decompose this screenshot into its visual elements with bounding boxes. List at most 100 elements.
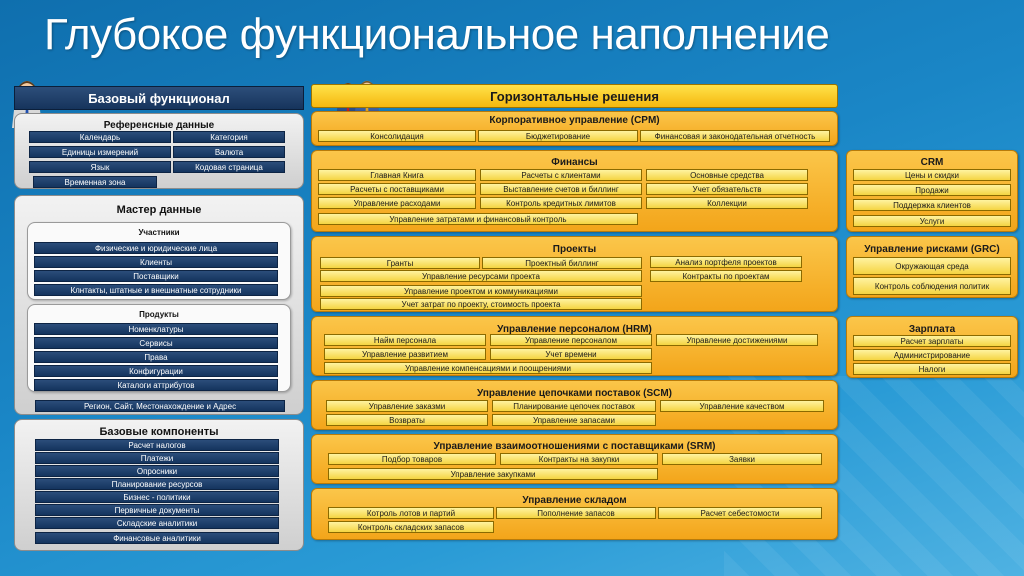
horizontal-solutions-header: Горизонтальные решения bbox=[311, 84, 838, 108]
warehouse-panel: Управление складом Котроль лотов и парти… bbox=[311, 488, 838, 540]
finance-item[interactable]: Основные средства bbox=[646, 169, 808, 181]
hrm-item[interactable]: Управление персоналом bbox=[490, 334, 652, 346]
crm-item[interactable]: Цены и скидки bbox=[853, 169, 1011, 181]
base-component-item[interactable]: Платежи bbox=[35, 452, 279, 464]
hrm-item[interactable]: Управление компенсациями и поощрениями bbox=[324, 362, 652, 374]
projects-item[interactable]: Управление ресурсами проекта bbox=[320, 270, 642, 282]
scm-item[interactable]: Управление заказми bbox=[326, 400, 488, 412]
ref-item[interactable]: Валюта bbox=[173, 146, 285, 158]
finance-item[interactable]: Коллекции bbox=[646, 197, 808, 209]
warehouse-item[interactable]: Расчет себестомости bbox=[658, 507, 822, 519]
region-item[interactable]: Регион, Сайт, Местонахождение и Адрес bbox=[35, 400, 285, 412]
base-component-item[interactable]: Бизнес - политики bbox=[35, 491, 279, 503]
base-component-item[interactable]: Расчет налогов bbox=[35, 439, 279, 451]
ref-item[interactable]: Единицы измерений bbox=[29, 146, 171, 158]
participant-item[interactable]: Клиенты bbox=[34, 256, 278, 268]
products-panel: Продукты Номенклатуры Сервисы Права Конф… bbox=[27, 304, 291, 392]
srm-title: Управление взаимоотношениями с поставщик… bbox=[433, 441, 716, 452]
projects-item[interactable]: Контракты по проектам bbox=[650, 270, 802, 282]
cpm-title: Корпоративное управление (CPM) bbox=[489, 115, 660, 126]
product-item[interactable]: Номенклатуры bbox=[34, 323, 278, 335]
finance-item[interactable]: Расчеты с клиентами bbox=[480, 169, 642, 181]
finance-item[interactable]: Главная Книга bbox=[318, 169, 476, 181]
ref-item[interactable]: Календарь bbox=[29, 131, 171, 143]
srm-item[interactable]: Подбор товаров bbox=[328, 453, 496, 465]
warehouse-item[interactable]: Контроль складских запасов bbox=[328, 521, 494, 533]
scm-item[interactable]: Планирование цепочек поставок bbox=[492, 400, 656, 412]
reference-data-title: Референсные данные bbox=[103, 120, 215, 131]
scm-title: Управление цепочками поставок (SCM) bbox=[476, 388, 672, 399]
srm-item[interactable]: Управление закупками bbox=[328, 468, 658, 480]
base-component-item[interactable]: Финансовые аналитики bbox=[35, 532, 279, 544]
participant-item[interactable]: Поставщики bbox=[34, 270, 278, 282]
warehouse-title: Управление складом bbox=[522, 495, 627, 506]
master-data-panel: Мастер данные Участники Физические и юри… bbox=[14, 195, 304, 415]
warehouse-item[interactable]: Пополнение запасов bbox=[496, 507, 656, 519]
ref-item[interactable]: Категория bbox=[173, 131, 285, 143]
payroll-item[interactable]: Расчет зарплаты bbox=[853, 335, 1011, 347]
participant-item[interactable]: Клнтакты, штатные и внешнатные сотрудник… bbox=[34, 284, 278, 296]
base-functional-header: Базовый функционал bbox=[14, 86, 304, 110]
product-item[interactable]: Конфигурации bbox=[34, 365, 278, 377]
cpm-item[interactable]: Консолидация bbox=[318, 130, 476, 142]
hrm-title: Управление персоналом (HRM) bbox=[497, 324, 652, 335]
hrm-item[interactable]: Найм персонала bbox=[324, 334, 486, 346]
base-component-item[interactable]: Складские аналитики bbox=[35, 517, 279, 529]
participant-item[interactable]: Физические и юридические лица bbox=[34, 242, 278, 254]
reference-data-panel: Референсные данные Календарь Категория Е… bbox=[14, 113, 304, 189]
projects-item[interactable]: Проектный биллинг bbox=[482, 257, 642, 269]
grc-panel: Управление рисками (GRC) Окружающая сред… bbox=[846, 236, 1018, 298]
finance-panel: Финансы Главная Книга Расчеты с клиентам… bbox=[311, 150, 838, 232]
base-component-item[interactable]: Первичные документы bbox=[35, 504, 279, 516]
finance-item[interactable]: Выставление счетов и биллинг bbox=[480, 183, 642, 195]
grc-item[interactable]: Окружающая среда bbox=[853, 257, 1011, 275]
products-title: Продукты bbox=[139, 310, 179, 319]
finance-item[interactable]: Расчеты с поставщиками bbox=[318, 183, 476, 195]
hrm-panel: Управление персоналом (HRM) Найм персона… bbox=[311, 316, 838, 376]
crm-title: CRM bbox=[920, 157, 944, 168]
product-item[interactable]: Права bbox=[34, 351, 278, 363]
product-item[interactable]: Каталоги аттрибутов bbox=[34, 379, 278, 391]
grc-item[interactable]: Контроль соблюдения политик bbox=[853, 277, 1011, 295]
product-item[interactable]: Сервисы bbox=[34, 337, 278, 349]
ref-item[interactable]: Временная зона bbox=[33, 176, 157, 188]
srm-item[interactable]: Заявки bbox=[662, 453, 822, 465]
projects-item[interactable]: Учет затрат по проекту, стоимость проект… bbox=[320, 298, 642, 310]
cpm-panel: Корпоративное управление (CPM) Консолида… bbox=[311, 111, 838, 146]
crm-item[interactable]: Услуги bbox=[853, 215, 1011, 227]
payroll-item[interactable]: Администрирование bbox=[853, 349, 1011, 361]
ref-item[interactable]: Кодовая страница bbox=[173, 161, 285, 173]
grc-title: Управление рисками (GRC) bbox=[864, 244, 1000, 255]
hrm-item[interactable]: Учет времени bbox=[490, 348, 652, 360]
finance-item[interactable]: Контроль кредитных лимитов bbox=[480, 197, 642, 209]
crm-item[interactable]: Поддержка клиентов bbox=[853, 199, 1011, 211]
srm-item[interactable]: Контракты на закупки bbox=[500, 453, 658, 465]
payroll-panel: Зарплата Расчет зарплаты Администрирован… bbox=[846, 316, 1018, 378]
finance-item[interactable]: Учет обязательств bbox=[646, 183, 808, 195]
cpm-item[interactable]: Бюджетирование bbox=[478, 130, 638, 142]
scm-item[interactable]: Управление качеством bbox=[660, 400, 824, 412]
projects-item[interactable]: Гранты bbox=[320, 257, 480, 269]
master-data-title: Мастер данные bbox=[116, 204, 202, 216]
hrm-item[interactable]: Управление достижениями bbox=[656, 334, 818, 346]
participants-panel: Участники Физические и юридические лица … bbox=[27, 222, 291, 300]
projects-item[interactable]: Управление проектом и коммуникациями bbox=[320, 285, 642, 297]
base-component-item[interactable]: Опросники bbox=[35, 465, 279, 477]
ref-item[interactable]: Язык bbox=[29, 161, 171, 173]
scm-item[interactable]: Возвраты bbox=[326, 414, 488, 426]
projects-panel: Проекты Гранты Проектный биллинг Анализ … bbox=[311, 236, 838, 312]
cpm-item[interactable]: Финансовая и законодательная отчетность bbox=[640, 130, 830, 142]
payroll-title: Зарплата bbox=[908, 324, 956, 335]
scm-panel: Управление цепочками поставок (SCM) Упра… bbox=[311, 380, 838, 430]
base-components-panel: Базовые компоненты Расчет налогов Платеж… bbox=[14, 419, 304, 551]
finance-title: Финансы bbox=[551, 157, 598, 168]
hrm-item[interactable]: Управление развитием bbox=[324, 348, 486, 360]
projects-item[interactable]: Анализ портфеля проектов bbox=[650, 256, 802, 268]
scm-item[interactable]: Управление запасами bbox=[492, 414, 656, 426]
crm-item[interactable]: Продажи bbox=[853, 184, 1011, 196]
finance-item[interactable]: Управление затратами и финансовый контро… bbox=[318, 213, 638, 225]
finance-item[interactable]: Управление расходами bbox=[318, 197, 476, 209]
payroll-item[interactable]: Налоги bbox=[853, 363, 1011, 375]
warehouse-item[interactable]: Котроль лотов и партий bbox=[328, 507, 494, 519]
base-component-item[interactable]: Планирование ресурсов bbox=[35, 478, 279, 490]
